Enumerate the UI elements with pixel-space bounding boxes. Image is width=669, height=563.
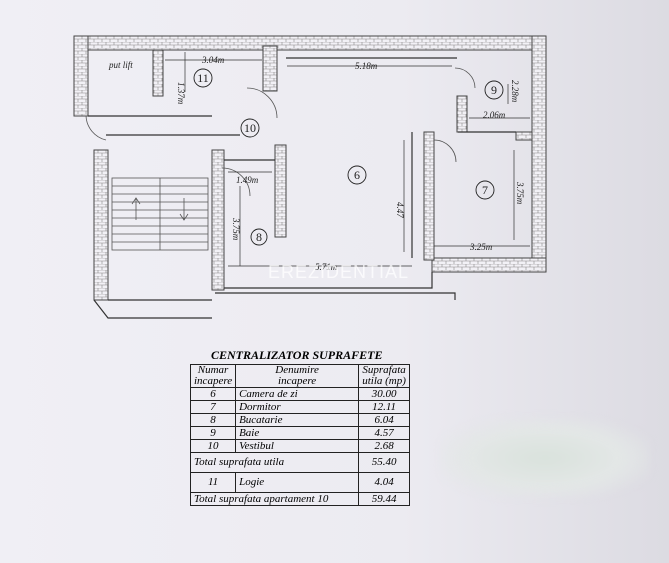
total-apartment-row: Total suprafata apartament 10 59.44 xyxy=(189,492,411,506)
dim-label: 3.75m xyxy=(515,181,525,205)
room-number: 10 xyxy=(244,121,256,135)
outer-walls xyxy=(73,35,547,301)
staircase xyxy=(111,177,209,251)
door-swings xyxy=(85,67,476,197)
table-title: CENTRALIZATOR SUPRAFETE xyxy=(211,348,383,362)
dim-label: 5.18m xyxy=(355,61,378,71)
total-apartment-label: Total suprafata apartament 10 xyxy=(189,492,360,506)
room-number: 6 xyxy=(354,168,360,182)
dim-label: 3.75m xyxy=(231,217,241,241)
total-util-value: 55.40 xyxy=(358,452,411,473)
total-apartment-value: 59.44 xyxy=(358,492,411,506)
dim-label: 3.04m xyxy=(201,55,225,65)
watermark: EREZIDENTIAL xyxy=(268,262,410,282)
room-number: 11 xyxy=(197,71,209,85)
blurred-stamp xyxy=(440,418,650,498)
dim-label: 2.06m xyxy=(483,110,506,120)
room-number: 9 xyxy=(491,83,497,97)
dim-label: 5.71m xyxy=(315,262,338,272)
logie-row: 11 Logie 4.04 xyxy=(189,472,411,493)
dim-label: 2.28m xyxy=(510,80,520,103)
total-util-row: Total suprafata utila 55.40 xyxy=(189,452,411,473)
dim-label: 4.47 xyxy=(395,202,405,218)
dim-label: 1.37m xyxy=(176,82,186,105)
lift-label: put lift xyxy=(108,60,133,70)
dim-label: 1.49m xyxy=(236,175,259,185)
room-number: 8 xyxy=(256,230,262,244)
wall-lines xyxy=(88,57,516,319)
dimension-lines xyxy=(165,52,530,267)
total-util-label: Total suprafata utila xyxy=(189,452,360,473)
room-markers xyxy=(193,68,504,246)
dim-label: 3.25m xyxy=(469,242,493,252)
room-number: 7 xyxy=(482,183,488,197)
